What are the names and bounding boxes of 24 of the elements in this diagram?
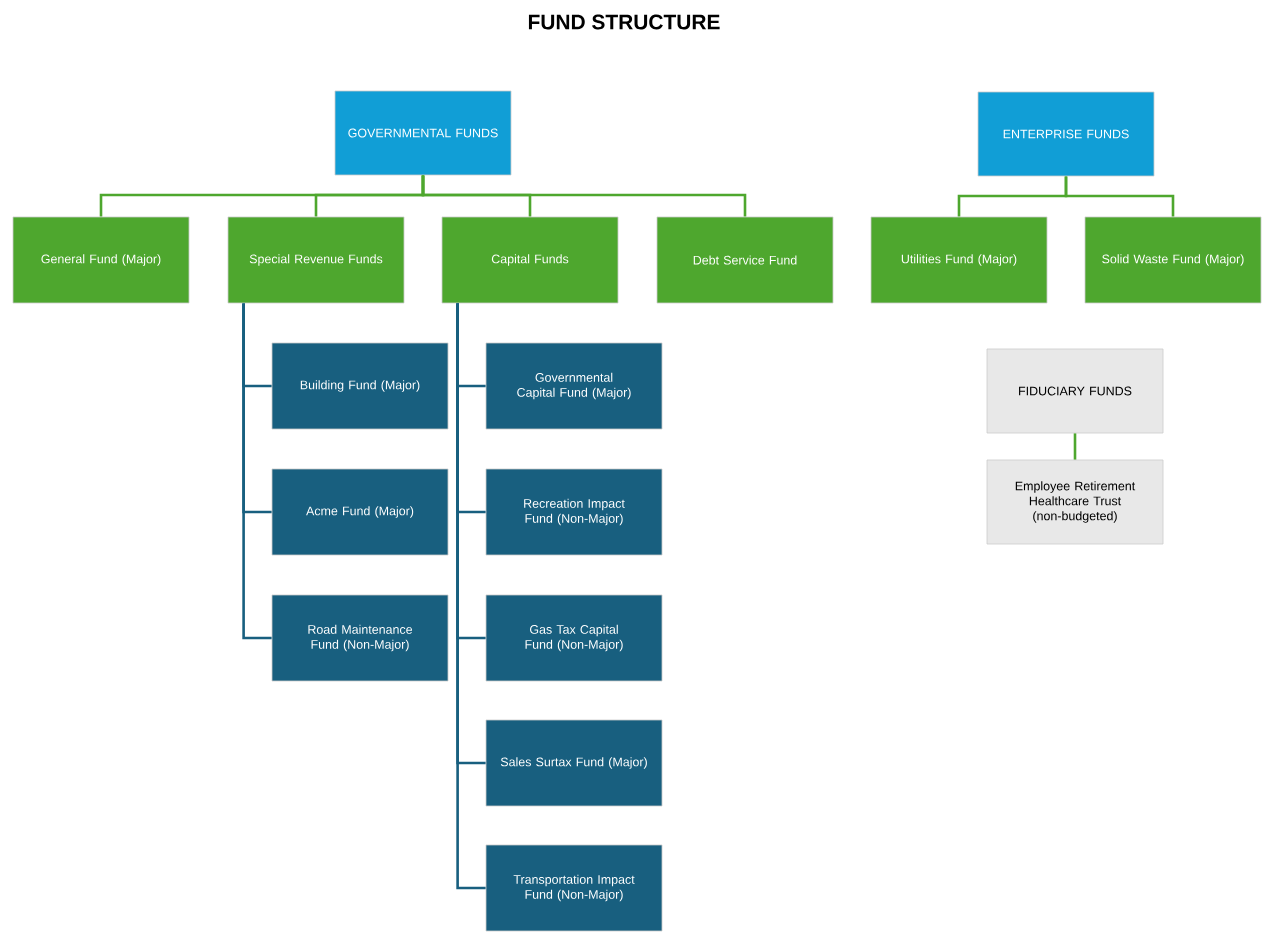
sub-fund-box: Recreation Impact Fund (Non-Major) xyxy=(485,468,663,556)
sub-fund-box: Transportation Impact Fund (Non-Major) xyxy=(485,844,663,932)
connector-line xyxy=(242,303,272,640)
connector-line xyxy=(421,175,747,217)
connector-line xyxy=(1073,433,1077,460)
sub-fund-box: Building Fund (Major) xyxy=(271,342,449,430)
sub-fund-box: Gas Tax Capital Fund (Non-Major) xyxy=(485,594,663,682)
category-box: GOVERNMENTAL FUNDS xyxy=(334,90,512,176)
fund-box: Utilities Fund (Major) xyxy=(870,216,1048,304)
category-box: ENTERPRISE FUNDS xyxy=(977,91,1155,177)
fund-box: Capital Funds xyxy=(441,216,619,304)
fund-box: Debt Service Fund xyxy=(656,216,834,304)
fund-box: Solid Waste Fund (Major) xyxy=(1084,216,1262,304)
connector-line xyxy=(456,303,486,890)
fund-box: General Fund (Major) xyxy=(12,216,190,304)
fund-box: Special Revenue Funds xyxy=(227,216,405,304)
sub-fund-box: Governmental Capital Fund (Major) xyxy=(485,342,663,430)
connector-line xyxy=(1064,176,1175,217)
title: FUND STRUCTURE xyxy=(528,14,720,30)
sub-fund-box: Acme Fund (Major) xyxy=(271,468,449,556)
category-box: FIDUCIARY FUNDS xyxy=(986,348,1164,434)
sub-fund-box: Sales Surtax Fund (Major) xyxy=(485,719,663,807)
sub-fund-box: Road Maintenance Fund (Non-Major) xyxy=(271,594,449,682)
category-box: Employee Retirement Healthcare Trust (non-budgeted) xyxy=(986,459,1164,545)
